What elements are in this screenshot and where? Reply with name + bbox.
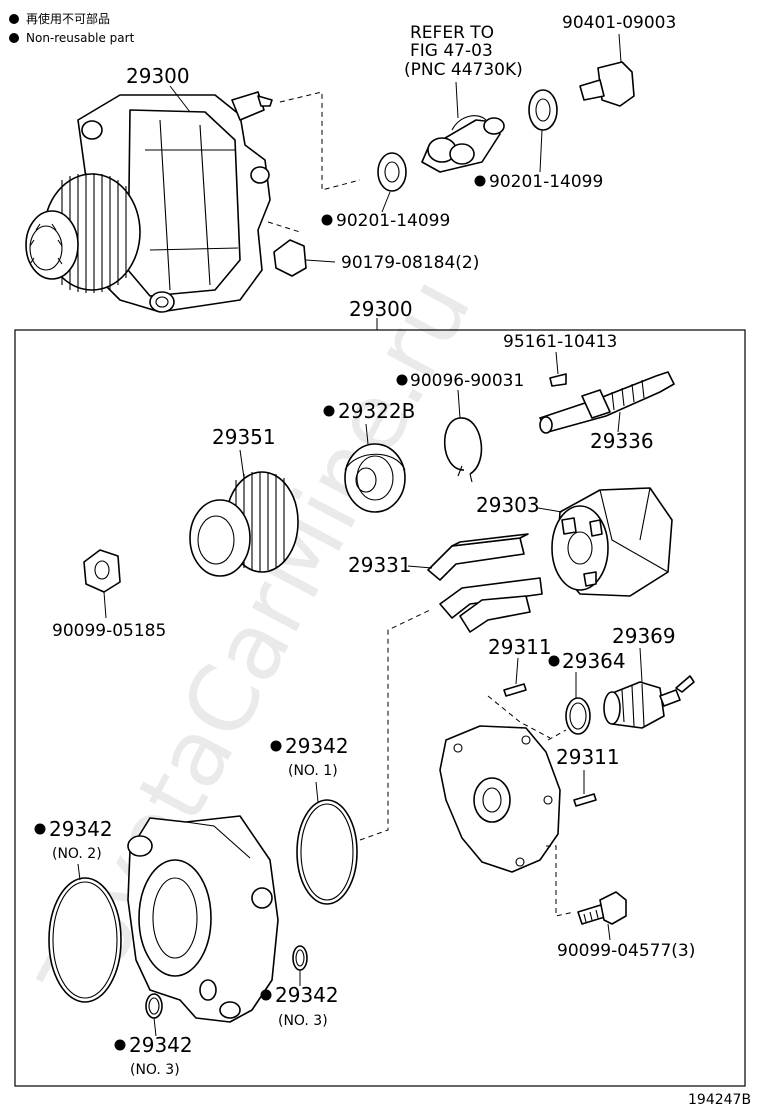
label-29342-no2-sub: (NO. 2): [52, 846, 102, 862]
label-29342-no1-sub: (NO. 1): [288, 763, 338, 779]
label-90096-90031: 90096-90031: [410, 371, 524, 391]
label-29322b: 29322B: [338, 399, 415, 423]
snap-ring-90096: [443, 389, 483, 483]
label-90099-04577: 90099-04577(3): [557, 941, 695, 961]
non-reusable-bullet-icon: [474, 175, 486, 187]
label-90179-08184: 90179-08184(2): [341, 253, 479, 273]
figure-id: 194247B: [688, 1092, 751, 1108]
gear-29351: [189, 449, 299, 577]
label-90099-05185: 90099-05185: [52, 621, 166, 641]
end-cover-plate: [439, 725, 561, 873]
nut-90179: [273, 239, 336, 277]
label-29336: 29336: [590, 429, 654, 453]
non-reusable-bullet-icon: [323, 405, 335, 417]
oil-seal-right: [528, 89, 558, 173]
legend-english: Non-reusable part: [26, 31, 135, 45]
non-reusable-bullet-icon: [9, 33, 19, 43]
legend: 再使用不可部品 Non-reusable part: [9, 11, 135, 45]
bolt-90099-04577: [577, 891, 627, 941]
label-90401-09003: 90401-09003: [562, 13, 676, 33]
label-29351: 29351: [212, 425, 276, 449]
legend-japanese: 再使用不可部品: [26, 11, 110, 26]
non-reusable-bullet-icon: [114, 1039, 126, 1051]
nut-90099-05185: [83, 549, 121, 619]
non-reusable-bullet-icon: [34, 823, 46, 835]
oil-seal-left: [377, 152, 407, 213]
pump-housing: [127, 815, 279, 1023]
vanes-29331: [407, 533, 543, 633]
label-95161-10413: 95161-10413: [503, 332, 617, 352]
refer-line1: REFER TO: [410, 23, 494, 43]
label-29300-box: 29300: [349, 297, 413, 321]
hose-reference-part: [421, 81, 505, 173]
label-90201-14099-right: 90201-14099: [489, 172, 603, 192]
check-valve-29369: [603, 647, 695, 729]
non-reusable-bullet-icon: [260, 989, 272, 1001]
label-29300-top: 29300: [126, 64, 190, 88]
dowel-pin-29311-b: [573, 770, 597, 807]
bearing-29322b: [344, 423, 406, 513]
exploded-view-frame: [14, 329, 746, 1087]
refer-line2: FIG 47-03: [410, 41, 493, 61]
label-29303: 29303: [476, 493, 540, 517]
non-reusable-bullet-icon: [9, 14, 19, 24]
label-29342-no3-b-sub: (NO. 3): [130, 1062, 180, 1078]
o-ring-29342-no1: [296, 781, 358, 905]
label-29364: 29364: [562, 649, 626, 673]
pump-assembly-top: [25, 91, 361, 313]
label-29311-b: 29311: [556, 745, 620, 769]
non-reusable-bullet-icon: [270, 740, 282, 752]
label-29342-no3-b: 29342: [129, 1033, 193, 1057]
label-29342-no1: 29342: [285, 734, 349, 758]
label-90201-14099-left: 90201-14099: [336, 211, 450, 231]
label-29311-a: 29311: [488, 635, 552, 659]
label-29369: 29369: [612, 624, 676, 648]
o-ring-29342-no3-b: [145, 993, 163, 1037]
o-ring-29342-no3-a: [292, 945, 308, 986]
o-ring-29364: [565, 672, 591, 735]
refer-line3: (PNC 44730K): [404, 60, 523, 80]
dowel-pin-29311-a: [503, 657, 527, 697]
rotor-29303: [551, 487, 673, 597]
o-ring-29342-no2: [48, 863, 122, 1003]
label-29342-no2: 29342: [49, 817, 113, 841]
label-29331: 29331: [348, 553, 412, 577]
label-29342-no3-a: 29342: [275, 983, 339, 1007]
shaft-29336: [539, 371, 675, 434]
non-reusable-bullet-icon: [321, 214, 333, 226]
label-29342-no3-a-sub: (NO. 3): [278, 1013, 328, 1029]
non-reusable-bullet-icon: [548, 655, 560, 667]
bolt-90401: [579, 33, 635, 107]
non-reusable-bullet-icon: [396, 374, 408, 386]
